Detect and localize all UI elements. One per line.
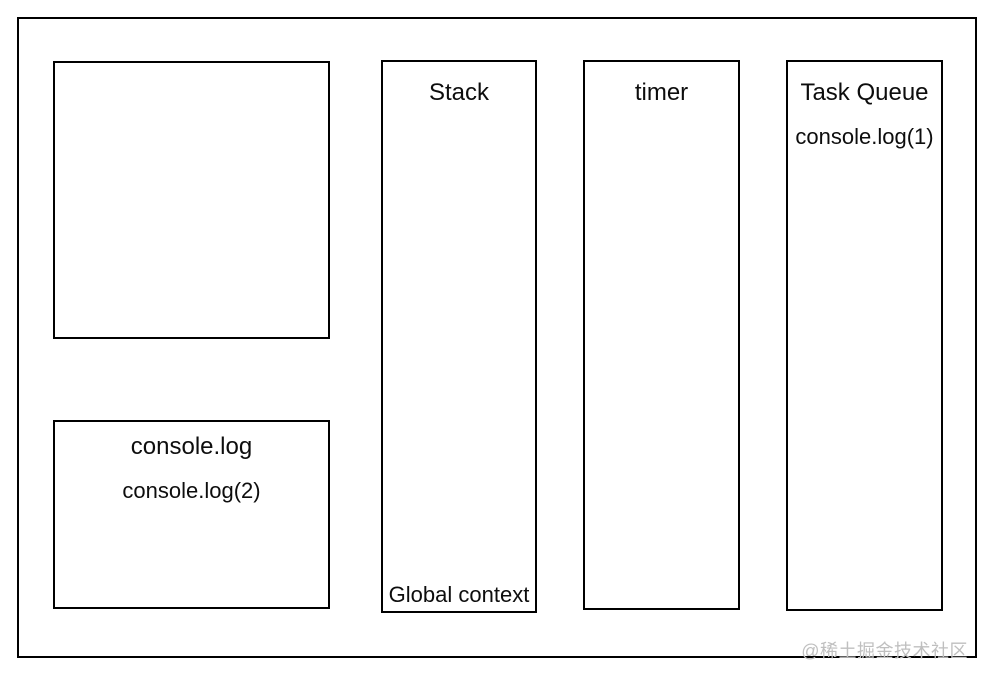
console-output-box: console.log console.log(2) xyxy=(53,420,330,609)
stack-global-context-label: Global context xyxy=(388,582,530,607)
console-box-title: console.log xyxy=(130,433,253,460)
timer-box: timer xyxy=(583,60,740,610)
timer-box-title: timer xyxy=(634,79,689,106)
empty-box xyxy=(53,61,330,339)
console-box-item: console.log(2) xyxy=(122,478,261,503)
outer-frame xyxy=(17,17,977,658)
stack-box: Stack Global context xyxy=(381,60,537,613)
stack-box-title: Stack xyxy=(428,79,490,106)
watermark: @稀土掘金技术社区 xyxy=(801,641,968,661)
task-queue-box-title: Task Queue xyxy=(800,79,929,106)
task-queue-item: console.log(1) xyxy=(795,124,934,149)
task-queue-box: Task Queue console.log(1) xyxy=(786,60,943,611)
